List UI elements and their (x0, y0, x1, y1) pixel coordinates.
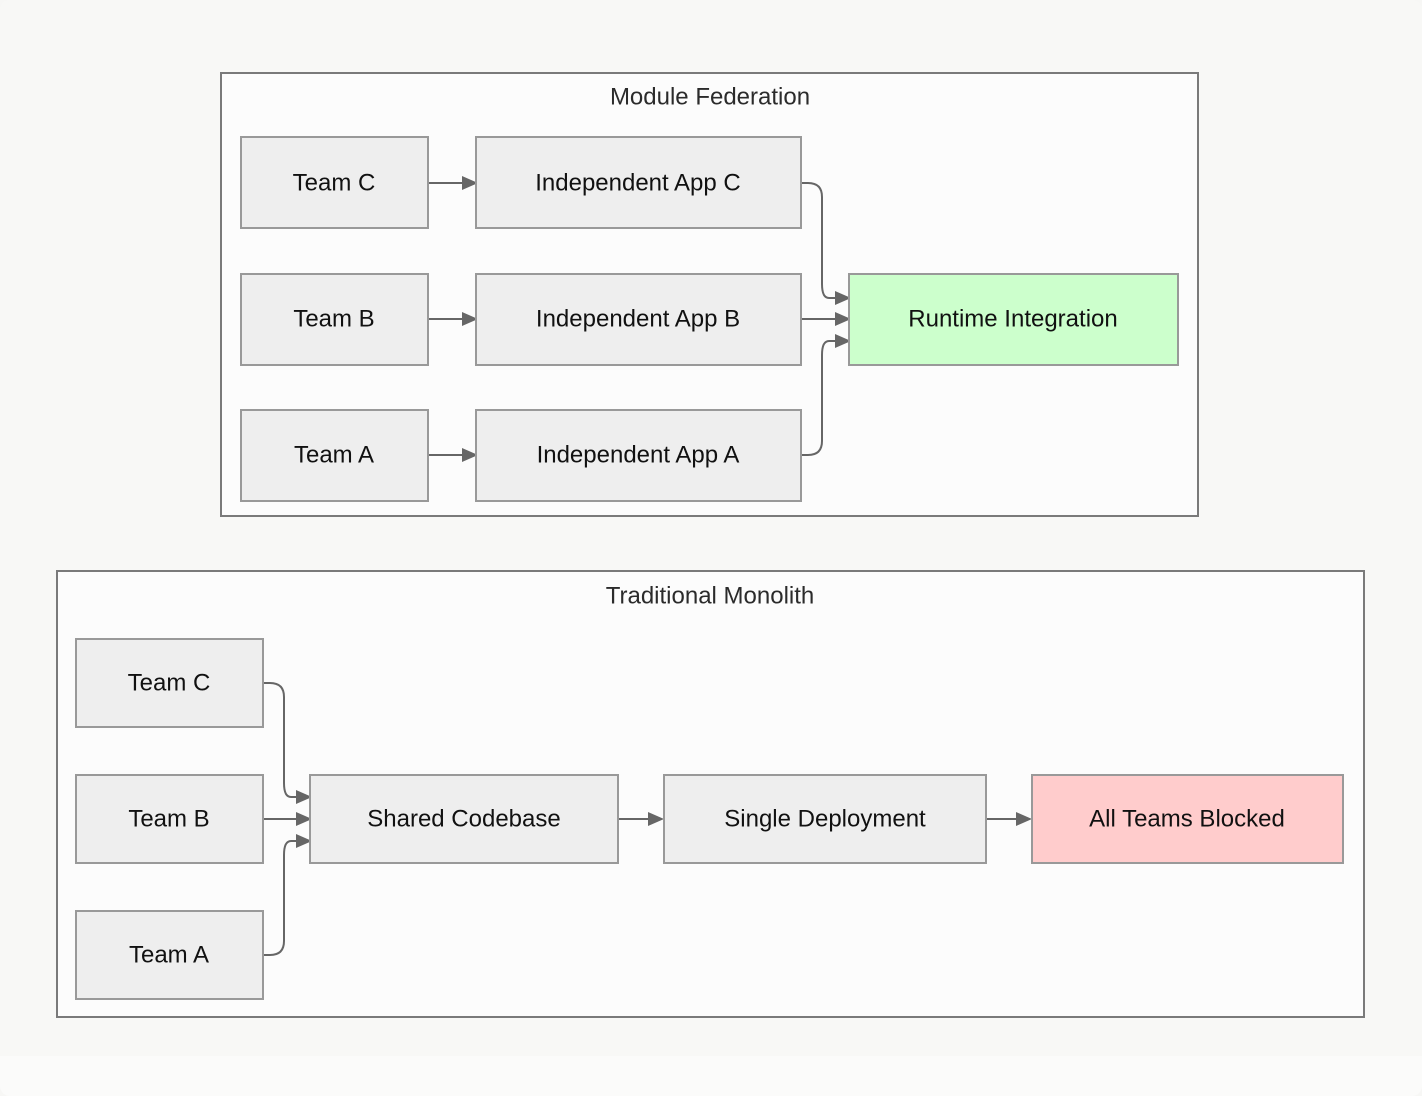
node-tm-team-a[interactable]: Team A (75, 910, 264, 1000)
edge-team-a-to-app-a (428, 448, 478, 462)
node-mf-app-b-label: Independent App B (536, 305, 740, 332)
node-tm-shared-codebase-label: Shared Codebase (367, 805, 560, 832)
node-tm-team-a-label: Team A (129, 941, 209, 968)
node-mf-team-a-label: Team A (294, 441, 374, 468)
node-mf-app-b-box[interactable] (475, 273, 802, 366)
page-bottom-strip (0, 1056, 1422, 1096)
node-tm-team-b-label: Team B (128, 805, 209, 832)
edge-tm-team-a-to-shared (263, 834, 312, 956)
node-mf-team-c-box[interactable] (240, 136, 429, 229)
node-mf-runtime-integration[interactable]: Runtime Integration (848, 273, 1179, 366)
node-mf-team-b[interactable]: Team B (240, 273, 429, 366)
panel-module-federation-title: Module Federation (610, 83, 810, 110)
node-tm-single-deployment[interactable]: Single Deployment (663, 774, 987, 864)
panel-traditional-monolith-title: Traditional Monolith (606, 582, 815, 609)
node-mf-runtime-integration-label: Runtime Integration (908, 305, 1117, 332)
edge-team-c-to-app-c (428, 176, 478, 190)
node-tm-single-deployment-label: Single Deployment (724, 805, 926, 832)
node-mf-app-b[interactable]: Independent App B (475, 273, 802, 366)
node-tm-team-b-box[interactable] (75, 774, 264, 864)
node-tm-shared-codebase-box[interactable] (309, 774, 619, 864)
node-mf-app-a-label: Independent App A (537, 441, 740, 468)
node-mf-team-b-label: Team B (293, 305, 374, 332)
node-mf-app-c-label: Independent App C (535, 169, 741, 196)
node-tm-team-c[interactable]: Team C (75, 638, 264, 728)
edge-app-a-to-runtime (801, 334, 851, 456)
node-tm-team-a-box[interactable] (75, 910, 264, 1000)
node-mf-team-c[interactable]: Team C (240, 136, 429, 229)
node-mf-team-a[interactable]: Team A (240, 409, 429, 502)
edge-team-b-to-app-b (428, 312, 478, 326)
node-tm-all-teams-blocked-label: All Teams Blocked (1089, 805, 1285, 832)
edge-tm-deploy-to-blocked (986, 812, 1032, 826)
edge-app-c-to-runtime (801, 182, 851, 305)
node-tm-all-teams-blocked-box[interactable] (1031, 774, 1344, 864)
node-mf-team-b-box[interactable] (240, 273, 429, 366)
node-mf-team-a-box[interactable] (240, 409, 429, 502)
edge-app-b-to-runtime (801, 312, 851, 326)
panel-traditional-monolith: Traditional Monolith (56, 570, 1365, 1018)
node-tm-team-c-label: Team C (128, 669, 211, 696)
panel-module-federation: Module Federation (220, 72, 1199, 517)
node-mf-app-c-box[interactable] (475, 136, 802, 229)
node-tm-team-b[interactable]: Team B (75, 774, 264, 864)
node-tm-team-c-box[interactable] (75, 638, 264, 728)
node-mf-app-c[interactable]: Independent App C (475, 136, 802, 229)
node-mf-app-a-box[interactable] (475, 409, 802, 502)
edge-tm-shared-to-deploy (618, 812, 664, 826)
node-tm-all-teams-blocked[interactable]: All Teams Blocked (1031, 774, 1344, 864)
node-tm-shared-codebase[interactable]: Shared Codebase (309, 774, 619, 864)
node-mf-team-c-label: Team C (293, 169, 376, 196)
edge-tm-team-c-to-shared (263, 682, 312, 804)
node-tm-single-deployment-box[interactable] (663, 774, 987, 864)
node-mf-app-a[interactable]: Independent App A (475, 409, 802, 502)
node-mf-runtime-integration-box[interactable] (848, 273, 1179, 366)
edge-tm-team-b-to-shared (263, 812, 312, 826)
